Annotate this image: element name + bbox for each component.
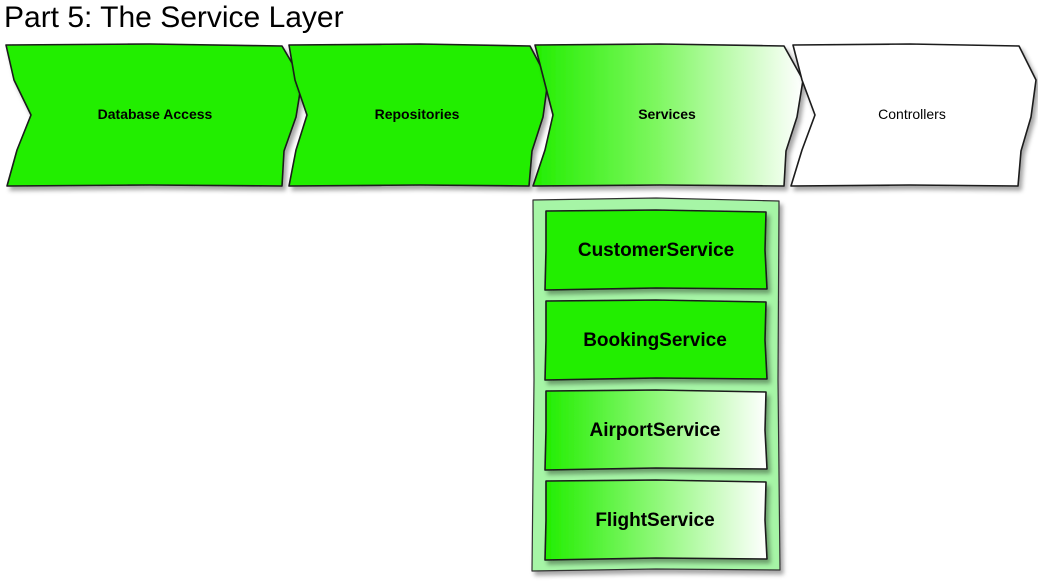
stage-label: Repositories xyxy=(375,106,460,122)
stage-label: Services xyxy=(638,106,696,122)
services-panel: CustomerService BookingService AirportSe… xyxy=(531,197,781,572)
stage-shape xyxy=(288,43,549,187)
service-box-shape xyxy=(544,299,768,381)
service-box-shape xyxy=(544,209,768,291)
service-label: BookingService xyxy=(583,330,727,351)
service-box-booking: BookingService xyxy=(544,299,768,381)
stage-repositories: Repositories xyxy=(288,43,549,187)
stage-services: Services xyxy=(532,43,804,187)
service-label: FlightService xyxy=(595,510,714,531)
stage-label: Database Access xyxy=(98,106,213,122)
page-title: Part 5: The Service Layer xyxy=(4,1,344,34)
service-label: CustomerService xyxy=(578,240,734,261)
stage-shape xyxy=(790,43,1037,187)
stage-controllers: Controllers xyxy=(790,43,1037,187)
service-box-shape xyxy=(544,479,768,561)
process-flow: Database Access Repositories Services Co… xyxy=(5,43,1037,187)
stage-database-access: Database Access xyxy=(5,43,303,187)
stage-shape xyxy=(532,43,804,187)
service-box-customer: CustomerService xyxy=(544,209,768,291)
stage-label: Controllers xyxy=(878,106,946,122)
service-box-flight: FlightService xyxy=(544,479,768,561)
service-label: AirportService xyxy=(590,420,721,441)
service-box-airport: AirportService xyxy=(544,389,768,471)
stage-shape xyxy=(5,43,303,187)
service-box-shape xyxy=(544,389,768,471)
services-panel-background xyxy=(531,197,781,572)
